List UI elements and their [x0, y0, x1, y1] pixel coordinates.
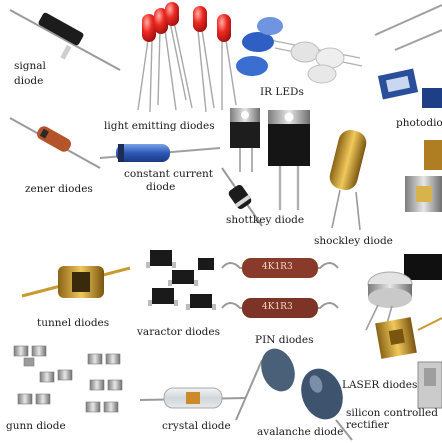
- label-constant-current-line2: diode: [146, 181, 176, 193]
- tunnel-diode-graphic: [21, 266, 131, 298]
- shockley-diode-graphic: [329, 130, 367, 231]
- shottkey-diode-graphic: [221, 167, 263, 227]
- pin-diode-graphic: [221, 258, 339, 318]
- gunn-diode-graphic: [13, 345, 123, 413]
- photodiode-graphic: [374, 4, 442, 108]
- label-scr: silicon controlled rectifier: [346, 407, 438, 431]
- avalanche-diode-graphic: [235, 348, 353, 441]
- power-diode-packages: [230, 108, 310, 210]
- signal-diode-graphic: [9, 9, 121, 71]
- red-led-group: [137, 21, 237, 113]
- label-light-emitting-diodes: light emitting diodes: [104, 120, 215, 132]
- label-gunn-diode: gunn diode: [6, 420, 66, 432]
- crystal-diode-graphic: [139, 387, 247, 409]
- label-laser-diodes: LASER diodes: [342, 379, 418, 391]
- photodiode-packages: [404, 140, 442, 280]
- label-zener-diodes: zener diodes: [25, 183, 93, 195]
- laser-diode-graphic: [365, 271, 442, 359]
- scr-graphic: [417, 361, 442, 409]
- label-signal-diode-line1: signal: [14, 60, 46, 72]
- label-varactor-diodes: varactor diodes: [137, 326, 220, 338]
- label-avalanche-diode: avalanche diode: [257, 426, 344, 438]
- label-constant-current-line1: constant current: [124, 168, 214, 180]
- label-tunnel-diodes: tunnel diodes: [37, 317, 110, 329]
- ir-led-group: [236, 17, 363, 84]
- zener-diode-graphic: [9, 117, 101, 169]
- pin-marking-a: 4K1R3: [262, 262, 293, 272]
- red-led-heads: [142, 2, 231, 42]
- label-shottkey-diode: shottkey diode: [226, 214, 305, 226]
- label-photodiode: photodio: [396, 117, 442, 129]
- pin-marking-b: 4K1R3: [262, 302, 293, 312]
- varactor-diode-graphic: [146, 250, 216, 310]
- label-pin-diodes: PIN diodes: [255, 334, 314, 346]
- constant-current-diode-graphic: [99, 144, 221, 162]
- label-shockley-diode: shockley diode: [314, 235, 393, 247]
- label-signal-diode-line2: diode: [14, 75, 44, 87]
- label-crystal-diode: crystal diode: [162, 420, 231, 432]
- label-ir-leds: IR LEDs: [260, 86, 304, 98]
